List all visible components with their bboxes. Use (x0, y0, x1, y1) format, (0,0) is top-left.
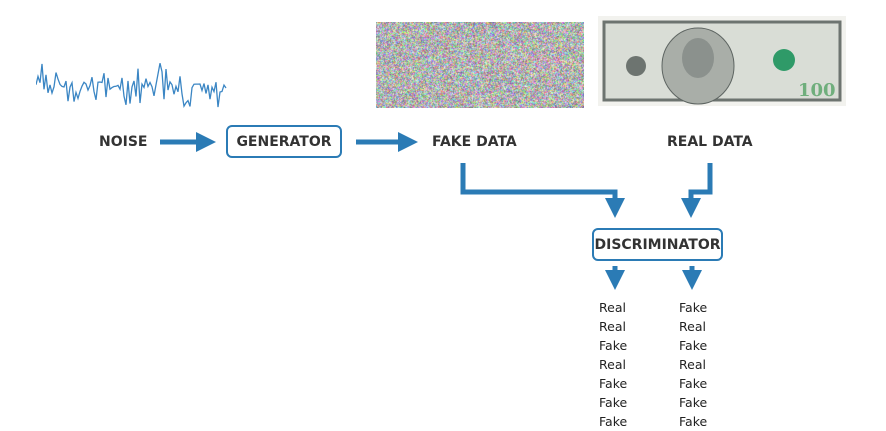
output-item: Fake (679, 300, 708, 315)
output-item: Real (599, 357, 626, 372)
noise-waveform (36, 63, 227, 108)
output-item: Fake (679, 338, 708, 353)
output-item: Real (679, 319, 706, 334)
output-item: Fake (599, 395, 628, 410)
fake-data-noise-image (376, 22, 584, 108)
output-item: Fake (599, 414, 628, 429)
noise-label: NOISE (99, 134, 148, 150)
arrows (160, 132, 713, 290)
bill-denomination: 100 (798, 80, 836, 101)
output-item: Fake (599, 376, 628, 391)
real-data-label: REAL DATA (667, 134, 753, 150)
fake-data-label: FAKE DATA (432, 134, 517, 150)
real-data-bill-image: 100 (598, 16, 846, 106)
output-item: Fake (679, 376, 708, 391)
output-item: Fake (679, 414, 708, 429)
generator-box: GENERATOR (226, 125, 342, 158)
output-item: Fake (599, 338, 628, 353)
arrow-real-discriminator (681, 163, 713, 218)
arrow-fake-discriminator (460, 163, 625, 218)
output-item: Real (599, 300, 626, 315)
output-item: Real (679, 357, 706, 372)
output-item: Fake (679, 395, 708, 410)
output-item: Real (599, 319, 626, 334)
discriminator-box: DISCRIMINATOR (592, 228, 723, 261)
